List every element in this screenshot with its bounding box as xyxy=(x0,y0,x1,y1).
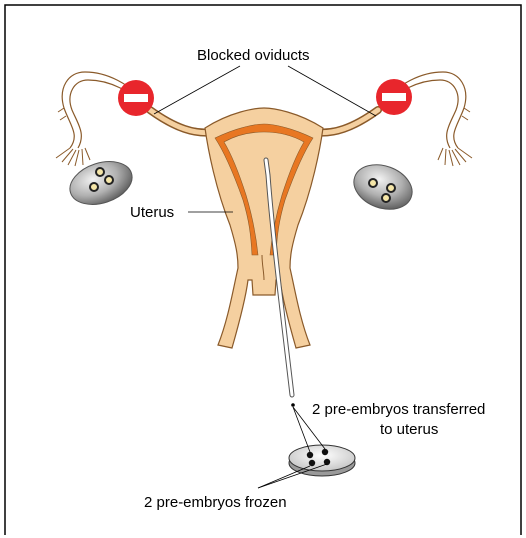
blocked-oviducts-label: Blocked oviducts xyxy=(197,47,310,64)
left-block-sign xyxy=(118,80,154,116)
transferred-label-line2: to uterus xyxy=(380,421,438,438)
petri-dish xyxy=(289,445,355,476)
right-block-sign xyxy=(376,79,412,115)
frozen-label: 2 pre-embryos frozen xyxy=(144,494,287,511)
transferred-label-line1: 2 pre-embryos transferred xyxy=(312,401,485,418)
uterus-label: Uterus xyxy=(130,204,174,221)
pre-embryo-dot xyxy=(291,403,295,407)
right-ovary xyxy=(348,157,419,217)
